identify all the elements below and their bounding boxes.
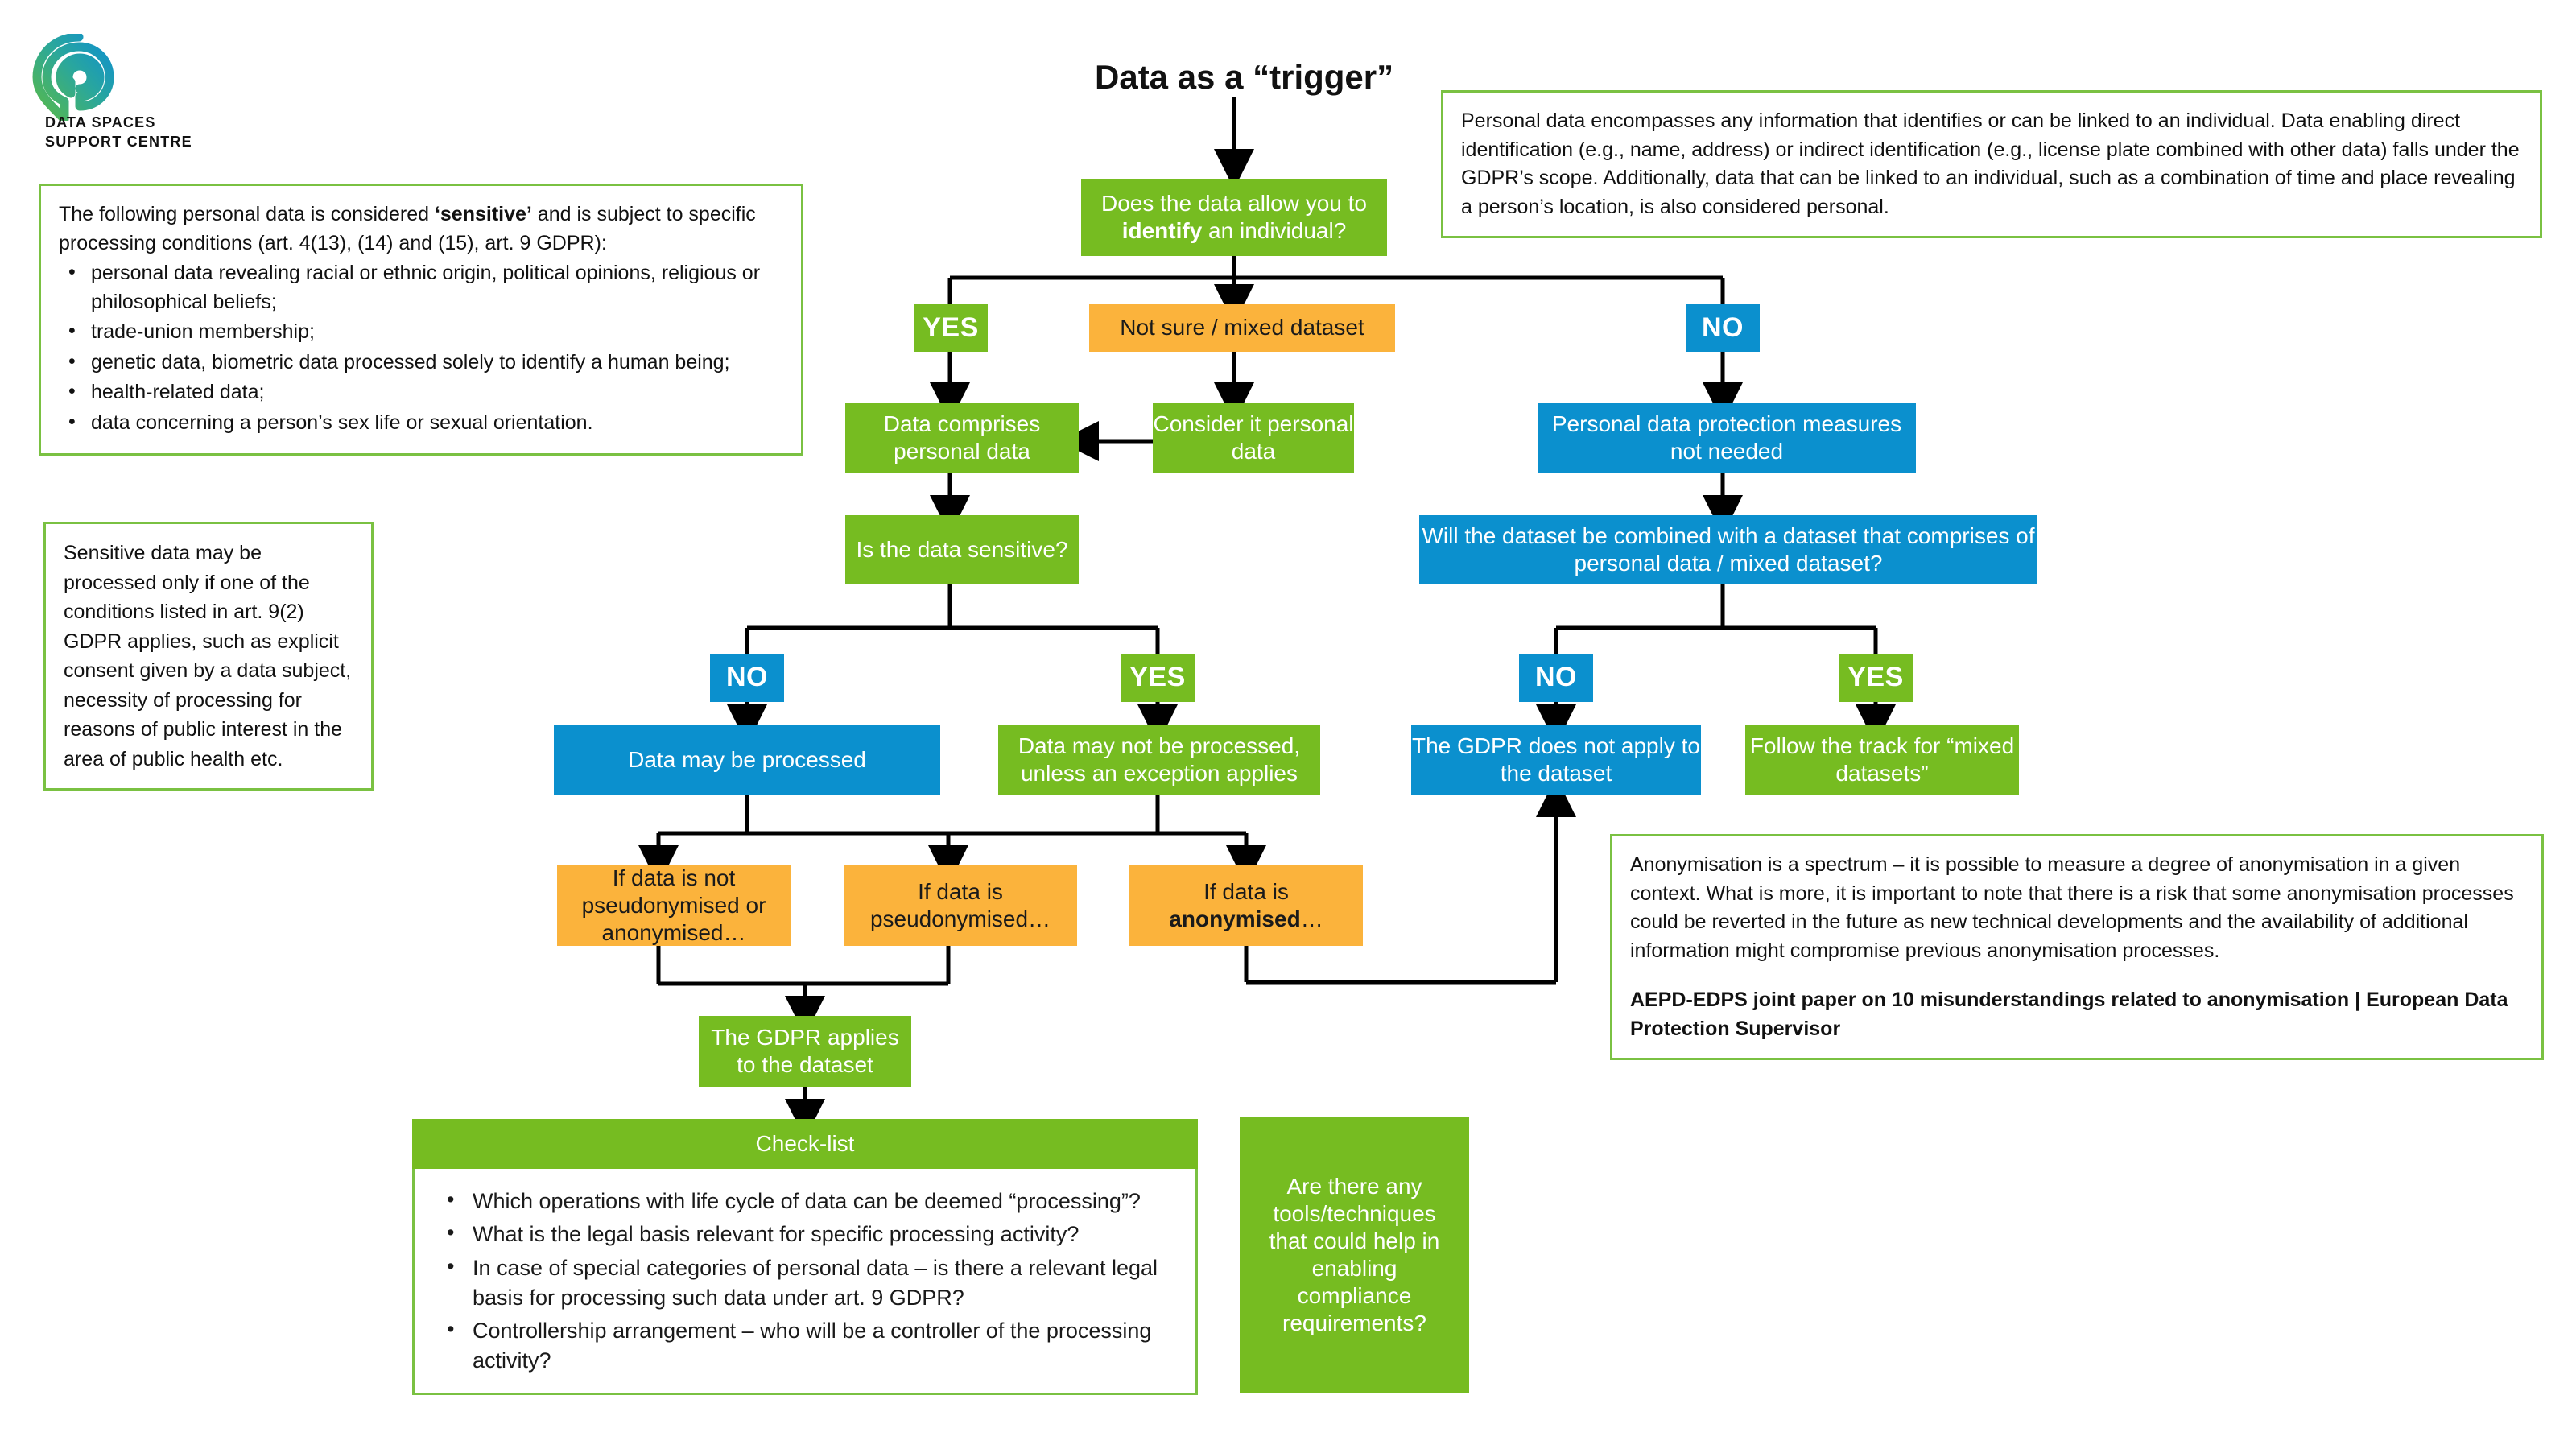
list-item: genetic data, biometric data processed s… [59, 348, 783, 378]
node-tools-techniques-question[interactable]: Are there any tools/techniques that coul… [1240, 1117, 1469, 1393]
note-personal-data-definition: Personal data encompasses any informatio… [1441, 90, 2542, 238]
node-data-may-be-processed[interactable]: Data may be processed [554, 724, 940, 795]
logo-line-1: DATA SPACES [45, 114, 156, 130]
note-sensitive-categories: The following personal data is considere… [39, 184, 803, 456]
node-consider-it-personal-data[interactable]: Consider it personal data [1153, 402, 1354, 473]
badge-no-identify[interactable]: NO [1686, 304, 1760, 352]
note-sensitive-intro: The following personal data is considere… [59, 200, 783, 258]
node-gdpr-does-not-apply[interactable]: The GDPR does not apply to the dataset [1411, 724, 1701, 795]
checklist-items: Which operations with life cycle of data… [436, 1185, 1174, 1377]
node-data-comprises-personal-data[interactable]: Data comprises personal data [845, 402, 1079, 473]
logo-wordmark: DATA SPACES SUPPORT CENTRE [45, 113, 192, 152]
node-if-anonymised-text-bold: anonymised [1169, 906, 1301, 931]
list-item: Controllership arrangement – who will be… [436, 1315, 1174, 1377]
note-anonymisation-source: AEPD-EDPS joint paper on 10 misunderstan… [1630, 989, 2508, 1040]
dssc-spiral-logo [32, 32, 114, 124]
badge-yes-identify[interactable]: YES [914, 304, 988, 352]
page-title: Data as a “trigger” [1095, 58, 1394, 96]
decision-is-data-sensitive[interactable]: Is the data sensitive? [845, 515, 1079, 584]
list-item: trade-union membership; [59, 317, 783, 347]
decision-identify-text-b: an individual? [1202, 218, 1347, 243]
list-item: What is the legal basis relevant for spe… [436, 1218, 1174, 1249]
node-follow-mixed-datasets-track[interactable]: Follow the track for “mixed datasets” [1745, 724, 2019, 795]
node-if-anonymised-text-b: … [1300, 906, 1323, 931]
badge-yes-combined[interactable]: YES [1839, 654, 1913, 702]
decision-identify-individual[interactable]: Does the data allow you to identify an i… [1081, 179, 1387, 256]
badge-yes-sensitive[interactable]: YES [1121, 654, 1195, 702]
note-anonymisation-body: Anonymisation is a spectrum – it is poss… [1630, 853, 2514, 962]
list-item: Which operations with life cycle of data… [436, 1185, 1174, 1216]
note-intro-part-b: and is subject to specific processing co… [59, 203, 756, 254]
node-if-anonymised-text-a: If data is [1203, 878, 1289, 904]
checklist-header: Check-list [412, 1119, 1198, 1169]
decision-dataset-combined[interactable]: Will the dataset be combined with a data… [1419, 515, 2037, 584]
node-if-anonymised[interactable]: If data is anonymised… [1129, 865, 1363, 946]
note-anonymisation: Anonymisation is a spectrum – it is poss… [1610, 834, 2544, 1060]
node-data-may-not-be-processed[interactable]: Data may not be processed, unless an exc… [998, 724, 1320, 795]
sensitive-category-list: personal data revealing racial or ethnic… [59, 258, 783, 438]
note-sensitive-conditions: Sensitive data may be processed only if … [43, 522, 374, 791]
badge-no-sensitive[interactable]: NO [710, 654, 784, 702]
list-item: personal data revealing racial or ethnic… [59, 258, 783, 316]
dssc-logo [29, 32, 126, 125]
node-not-sure-mixed-dataset[interactable]: Not sure / mixed dataset [1089, 304, 1395, 352]
node-gdpr-applies[interactable]: The GDPR applies to the dataset [699, 1016, 911, 1087]
list-item: In case of special categories of persona… [436, 1252, 1174, 1314]
note-intro-bold: ‘sensitive’ [434, 203, 532, 225]
list-item: data concerning a person’s sex life or s… [59, 408, 783, 438]
decision-identify-text-a: Does the data allow you to [1101, 190, 1367, 216]
node-if-not-pseudonymised[interactable]: If data is not pseudonymised or anonymis… [557, 865, 791, 946]
node-protection-measures-not-needed[interactable]: Personal data protection measures not ne… [1538, 402, 1916, 473]
checklist-body: Which operations with life cycle of data… [412, 1169, 1198, 1395]
decision-identify-text-bold: identify [1121, 218, 1203, 243]
list-item: health-related data; [59, 378, 783, 407]
node-if-pseudonymised[interactable]: If data is pseudonymised… [844, 865, 1077, 946]
badge-no-combined[interactable]: NO [1519, 654, 1593, 702]
note-intro-part-a: The following personal data is considere… [59, 203, 435, 225]
logo-line-2: SUPPORT CENTRE [45, 134, 192, 151]
